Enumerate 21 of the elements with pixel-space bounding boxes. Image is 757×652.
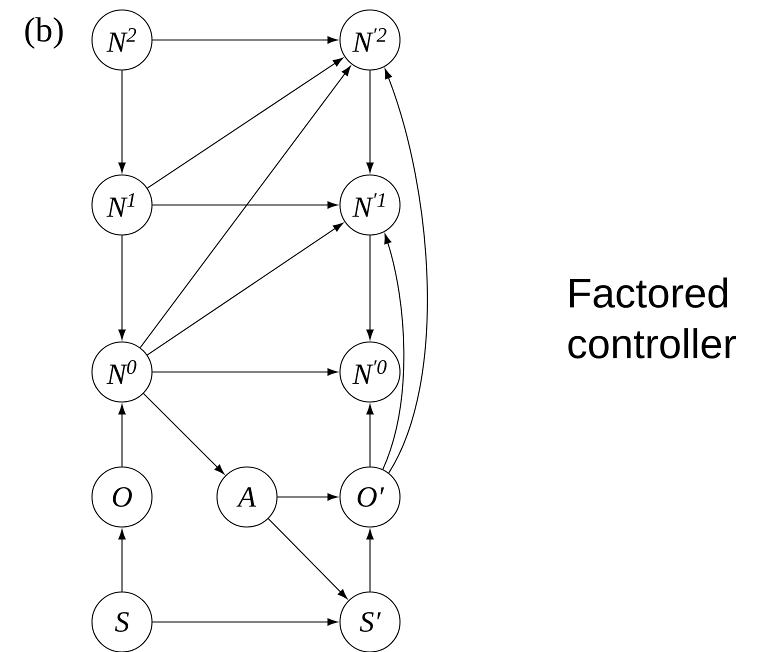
arrow (143, 393, 224, 474)
arrow (140, 66, 351, 348)
arrow (268, 518, 348, 600)
arrow (366, 236, 374, 340)
arrow (152, 201, 338, 209)
arrow (278, 493, 338, 501)
arrow (366, 529, 374, 592)
arrow (118, 70, 126, 173)
arrow (152, 36, 338, 44)
arrow (152, 618, 338, 626)
arrow (118, 236, 126, 340)
arrow (382, 234, 404, 470)
caption-text: Factored controller (568, 277, 736, 358)
arrow (118, 529, 126, 592)
arrow (384, 68, 428, 474)
arrow (147, 222, 344, 356)
arrow (366, 404, 374, 466)
arrow (147, 58, 344, 189)
arrow (118, 404, 126, 466)
arrow (366, 70, 374, 173)
arrow (152, 368, 338, 376)
